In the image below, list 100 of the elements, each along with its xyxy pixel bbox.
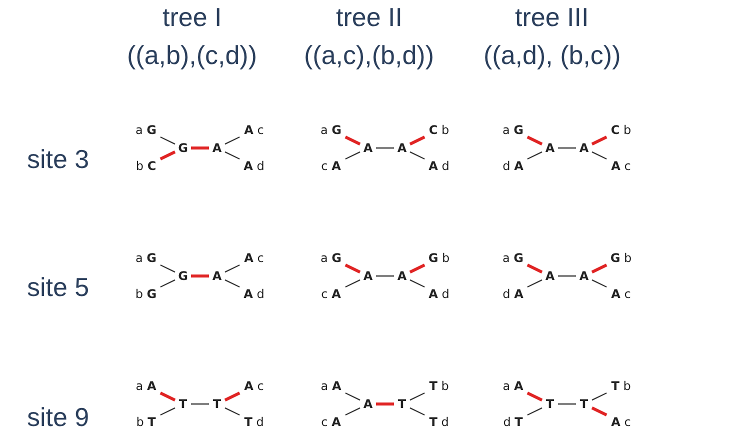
ancestral-state: A (543, 140, 557, 156)
newick-formula: ((a,d), (b,c)) (484, 40, 621, 70)
tree-branch (191, 146, 209, 150)
tree-branch (160, 136, 176, 145)
leaf-label: C b (423, 122, 455, 138)
ancestral-state: A (577, 140, 591, 156)
leaf-label: a G (315, 122, 347, 138)
tree-branch (410, 279, 425, 288)
row-label: site 3 (27, 144, 90, 174)
tree-branch (558, 403, 576, 405)
tree-branch (160, 407, 176, 416)
tree-branch (526, 136, 543, 146)
tree-branch (527, 279, 542, 288)
tree-branch (376, 147, 394, 149)
ancestral-state: A (210, 268, 224, 284)
tree-branch (527, 151, 542, 160)
tree-branch (224, 407, 240, 416)
ancestral-state: A (361, 268, 375, 284)
tree-branch (592, 392, 607, 401)
ancestral-state: T (176, 396, 190, 412)
row-label: site 9 (27, 402, 90, 432)
tree-branch (592, 151, 607, 160)
tree-branch (345, 279, 360, 288)
leaf-label: b G (130, 286, 162, 302)
ancestral-state: T (543, 396, 557, 412)
leaf-label: a G (130, 250, 162, 266)
tree-branch (191, 274, 209, 278)
leaf-label: T b (605, 378, 637, 394)
tree-branch (591, 264, 608, 274)
leaf-label: b C (130, 158, 162, 174)
tree-branch (410, 151, 425, 160)
leaf-label: C b (605, 122, 637, 138)
tree-branch (409, 136, 426, 146)
leaf-label: b T (130, 414, 162, 430)
leaf-label: d A (497, 286, 529, 302)
leaf-label: a G (130, 122, 162, 138)
leaf-label: d T (497, 414, 529, 430)
tree-branch (224, 151, 240, 160)
leaf-label: T d (238, 414, 270, 430)
row-label: site 5 (27, 272, 90, 302)
leaf-label: A c (605, 158, 637, 174)
tree-branch (409, 264, 426, 274)
tree-branch (160, 279, 176, 288)
ancestral-state: T (395, 396, 409, 412)
tree-branch (591, 136, 608, 146)
tree-branch (591, 406, 608, 416)
ancestral-state: A (361, 396, 375, 412)
leaf-label: d A (497, 158, 529, 174)
leaf-label: A c (605, 414, 637, 430)
leaf-label: c A (315, 286, 347, 302)
tree-branch (410, 407, 425, 416)
leaf-label: T b (423, 378, 455, 394)
column-heading: tree III (515, 2, 589, 32)
ancestral-state: A (543, 268, 557, 284)
leaf-label: A c (238, 250, 270, 266)
newick-formula: ((a,c),(b,d)) (304, 40, 434, 70)
ancestral-state: T (577, 396, 591, 412)
tree-branch (376, 275, 394, 277)
tree-branch (160, 264, 176, 273)
tree-branch (224, 264, 240, 273)
ancestral-state: A (361, 140, 375, 156)
tree-branch (224, 279, 240, 288)
tree-branch (345, 151, 360, 160)
tree-branch (527, 407, 542, 416)
tree-branch (224, 136, 240, 145)
leaf-label: a G (497, 122, 529, 138)
tree-branch (410, 392, 425, 401)
leaf-label: a G (497, 250, 529, 266)
tree-branch (160, 150, 176, 160)
leaf-label: a A (497, 378, 529, 394)
ancestral-state: A (395, 140, 409, 156)
leaf-label: T d (423, 414, 455, 430)
leaf-label: A c (605, 286, 637, 302)
leaf-label: A d (238, 286, 270, 302)
leaf-label: A c (238, 122, 270, 138)
ancestral-state: G (176, 140, 190, 156)
leaf-label: G b (423, 250, 455, 266)
leaf-label: A c (238, 378, 270, 394)
ancestral-state: A (210, 140, 224, 156)
ancestral-state: A (395, 268, 409, 284)
leaf-label: A d (423, 158, 455, 174)
tree-branch (558, 147, 576, 149)
tree-branch (526, 392, 543, 402)
tree-branch (345, 407, 360, 416)
tree-branch (376, 402, 394, 406)
tree-branch (345, 392, 360, 401)
leaf-label: A d (238, 158, 270, 174)
leaf-label: A d (423, 286, 455, 302)
leaf-label: c A (315, 158, 347, 174)
column-heading: tree II (336, 2, 402, 32)
column-heading: tree I (162, 2, 222, 32)
tree-branch (526, 264, 543, 274)
tree-branch (344, 264, 361, 274)
ancestral-state: A (577, 268, 591, 284)
leaf-label: a G (315, 250, 347, 266)
leaf-label: c A (315, 414, 347, 430)
ancestral-state: T (210, 396, 224, 412)
tree-branch (191, 403, 209, 405)
newick-formula: ((a,b),(c,d)) (127, 40, 257, 70)
ancestral-state: G (176, 268, 190, 284)
